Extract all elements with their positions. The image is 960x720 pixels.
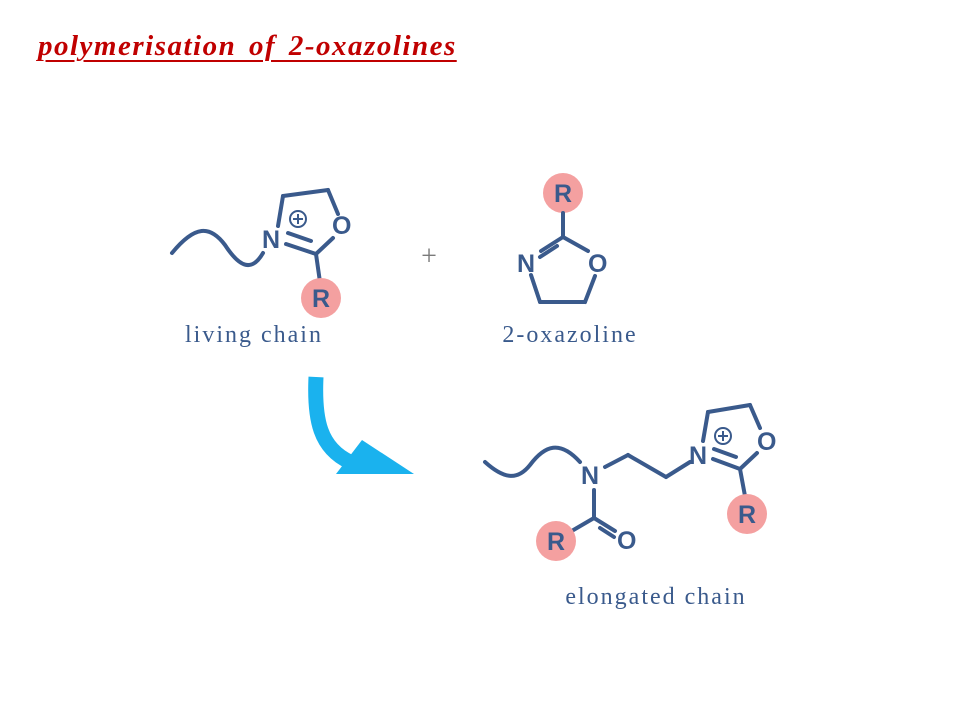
ring-bond [281, 188, 330, 198]
elongated-chain-caption: elongated chain [565, 584, 746, 610]
positive-charge-icon [289, 210, 307, 228]
ring-double-bond [286, 231, 313, 243]
substituent-label: R [312, 285, 330, 313]
ring-bond [701, 410, 710, 443]
chain-bond [603, 453, 630, 469]
plus-sign: + [421, 241, 437, 272]
substituent-highlight [301, 278, 341, 318]
substituent-label: R [738, 501, 756, 529]
living-chain-structure: N O R [170, 188, 351, 318]
chain-bond [664, 460, 692, 479]
ring-oxygen-atom: O [757, 428, 776, 456]
living-chain-caption: living chain [185, 322, 323, 348]
substituent-bond [314, 252, 322, 284]
ring-double-bond [539, 235, 565, 253]
ring-nitrogen-atom: N [689, 442, 707, 470]
substituent-highlight [727, 494, 767, 534]
carbonyl-r-bond [568, 516, 596, 534]
ring-bond [284, 242, 318, 256]
oxazoline-structure: R N O [517, 173, 607, 304]
carbonyl-double-bond [592, 516, 617, 533]
ring-bond [326, 188, 340, 216]
carbonyl-double-bond-inner [598, 526, 616, 539]
arrow-head-icon [336, 440, 414, 474]
ring-bond [276, 194, 285, 228]
elongated-chain-structure: N R O N O R [483, 403, 776, 561]
substituent-highlight [536, 521, 576, 561]
substituent-bond [738, 467, 747, 498]
page-title: polymerisation of 2-oxazolines [38, 30, 457, 62]
ring-double-bond [712, 447, 738, 459]
substituent-label: R [554, 180, 572, 208]
oxygen-atom: O [588, 250, 607, 278]
reaction-arrow [308, 376, 414, 474]
ring-bond [529, 273, 542, 304]
ring-bond [314, 236, 335, 256]
positive-charge-icon [714, 427, 732, 445]
ring-double-bond-inner [538, 244, 559, 259]
ring-bond [583, 274, 597, 304]
carbonyl-oxygen-atom: O [617, 527, 636, 555]
ring-bond [748, 403, 762, 430]
ring-bond [711, 457, 742, 471]
nitrogen-atom: N [517, 250, 535, 278]
oxygen-atom: O [332, 212, 351, 240]
arrow-shaft [308, 376, 354, 469]
polymer-chain-wave [170, 228, 265, 267]
amide-nitrogen-atom: N [581, 462, 599, 490]
substituent-label: R [547, 528, 565, 556]
ring-bond [706, 403, 752, 414]
polymer-chain-wave [483, 445, 582, 478]
oxazoline-caption: 2-oxazoline [502, 322, 637, 348]
nitrogen-atom: N [262, 226, 280, 254]
substituent-highlight [543, 173, 583, 213]
chain-bond [626, 453, 668, 479]
ring-bond [738, 451, 759, 471]
ring-bond [561, 235, 590, 253]
